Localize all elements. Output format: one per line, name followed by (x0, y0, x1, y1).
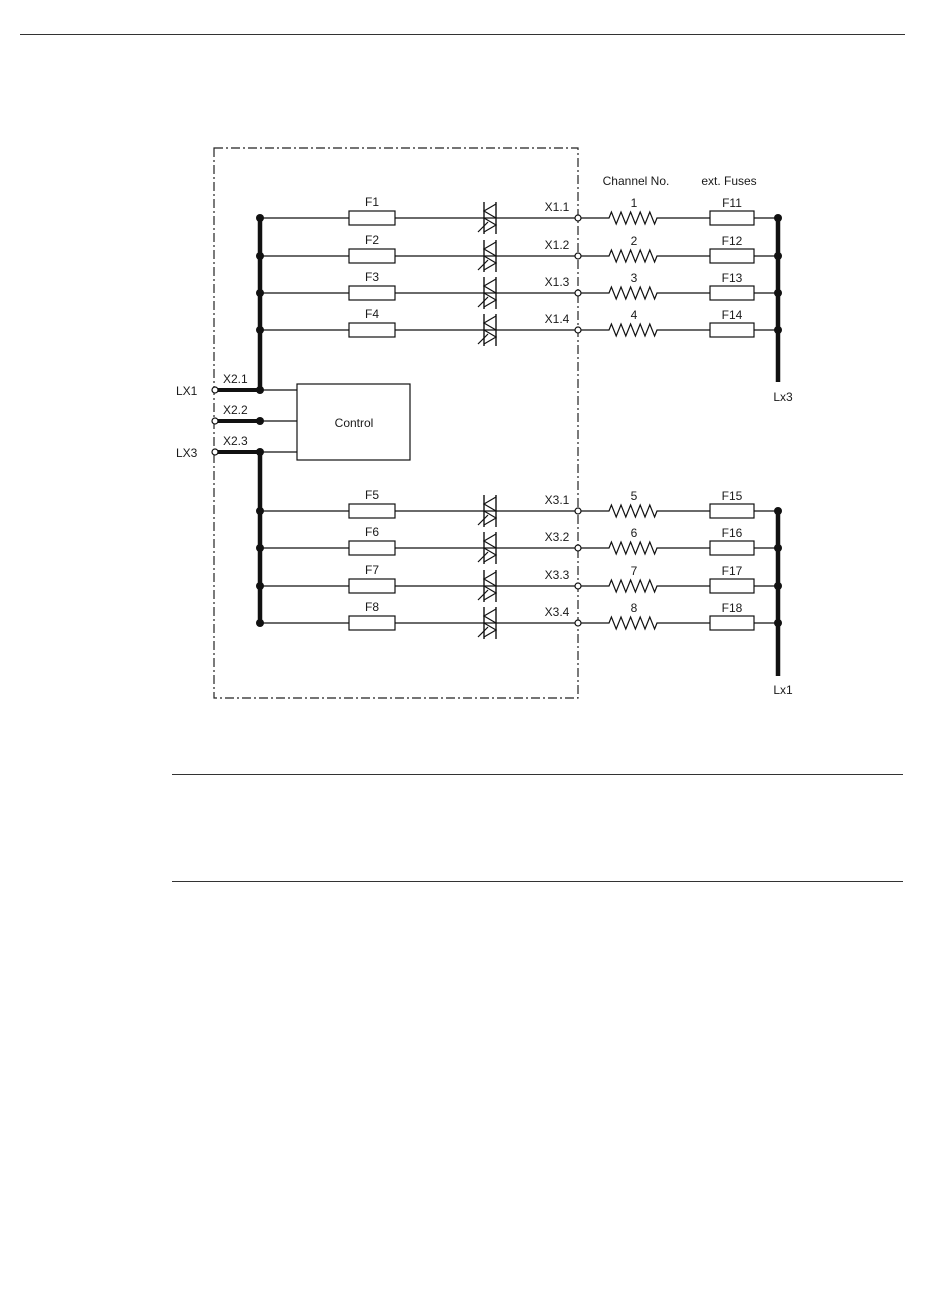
junction-dot (774, 507, 782, 515)
channel-number-label: 7 (631, 564, 638, 578)
output-terminal-label: X3.3 (545, 568, 570, 582)
channel-no-header: Channel No. (603, 174, 670, 188)
channel-row: F8 X3.4 8 F18 (256, 600, 782, 639)
channel-row: F5 X3.1 5 F15 (256, 488, 782, 527)
junction-dot (256, 214, 264, 222)
terminal-label-x2-1: X2.1 (223, 372, 248, 386)
channel-row: F1 X1.1 1 F11 (256, 195, 782, 234)
internal-fuse (349, 211, 395, 225)
junction-dot (256, 326, 264, 334)
internal-fuse-label: F3 (365, 270, 379, 284)
output-terminal (575, 545, 581, 551)
external-fuse (710, 541, 754, 555)
bus-label-lx3: Lx3 (773, 390, 793, 404)
input-terminal-x2-2 (212, 418, 218, 424)
internal-fuse-label: F4 (365, 307, 379, 321)
external-fuse-label: F14 (722, 308, 743, 322)
channel-row: F3 X1.3 3 F13 (256, 270, 782, 309)
junction-dot (774, 289, 782, 297)
internal-fuse (349, 579, 395, 593)
internal-fuse-label: F8 (365, 600, 379, 614)
internal-fuse-label: F5 (365, 488, 379, 502)
external-fuse (710, 211, 754, 225)
channel-number-label: 1 (631, 196, 638, 210)
external-fuse (710, 616, 754, 630)
external-fuse-label: F11 (722, 196, 742, 210)
output-terminal (575, 290, 581, 296)
channel-row: F6 X3.2 6 F16 (256, 525, 782, 564)
bus-label-lx1: Lx1 (773, 683, 793, 697)
junction-dot (774, 214, 782, 222)
junction-dot (774, 619, 782, 627)
external-fuse-label: F13 (722, 271, 743, 285)
output-terminal-label: X1.2 (545, 238, 570, 252)
terminal-label-x2-2: X2.2 (223, 403, 248, 417)
internal-fuse (349, 616, 395, 630)
internal-fuse (349, 504, 395, 518)
channel-row: F4 X1.4 4 F14 (256, 307, 782, 346)
internal-fuse-label: F7 (365, 563, 379, 577)
external-fuse (710, 323, 754, 337)
output-terminal (575, 253, 581, 259)
output-terminal-label: X1.3 (545, 275, 570, 289)
terminal-label-x2-3: X2.3 (223, 434, 248, 448)
channel-number-label: 8 (631, 601, 638, 615)
external-fuse-label: F17 (722, 564, 743, 578)
output-terminal-label: X1.1 (545, 200, 570, 214)
junction-dot (774, 252, 782, 260)
output-terminal (575, 215, 581, 221)
junction-dot (256, 544, 264, 552)
output-terminal (575, 327, 581, 333)
channel-row: F7 X3.3 7 F17 (256, 563, 782, 602)
external-fuse (710, 249, 754, 263)
external-fuse-label: F12 (722, 234, 743, 248)
output-terminal (575, 508, 581, 514)
external-fuse-label: F18 (722, 601, 743, 615)
output-terminal-label: X3.2 (545, 530, 570, 544)
output-terminal (575, 620, 581, 626)
internal-fuse (349, 323, 395, 337)
internal-fuse (349, 249, 395, 263)
internal-fuse-label: F2 (365, 233, 379, 247)
channel-number-label: 6 (631, 526, 638, 540)
external-fuse (710, 579, 754, 593)
channel-number-label: 3 (631, 271, 638, 285)
junction-dot (256, 507, 264, 515)
channel-row: F2 X1.2 2 F12 (256, 233, 782, 272)
line-label-lx1: LX1 (176, 384, 198, 398)
ext-fuses-header: ext. Fuses (701, 174, 756, 188)
input-terminal-x2-1 (212, 387, 218, 393)
external-fuse-label: F16 (722, 526, 743, 540)
output-terminal-label: X1.4 (545, 312, 570, 326)
junction-dot (256, 582, 264, 590)
junction-dot (774, 544, 782, 552)
output-terminal-label: X3.1 (545, 493, 570, 507)
external-fuse-label: F15 (722, 489, 743, 503)
external-fuse (710, 286, 754, 300)
channel-number-label: 2 (631, 234, 638, 248)
channel-number-label: 5 (631, 489, 638, 503)
internal-fuse-label: F6 (365, 525, 379, 539)
junction-dot (774, 326, 782, 334)
output-terminal (575, 583, 581, 589)
internal-fuse-label: F1 (365, 195, 379, 209)
line-label-lx3: LX3 (176, 446, 198, 460)
internal-fuse (349, 286, 395, 300)
output-terminal-label: X3.4 (545, 605, 570, 619)
junction-dot (256, 619, 264, 627)
control-label: Control (335, 416, 374, 430)
junction-dot (256, 252, 264, 260)
junction-dot (256, 289, 264, 297)
junction-dot (774, 582, 782, 590)
internal-fuse (349, 541, 395, 555)
input-terminal-x2-3 (212, 449, 218, 455)
external-fuse (710, 504, 754, 518)
channel-number-label: 4 (631, 308, 638, 322)
